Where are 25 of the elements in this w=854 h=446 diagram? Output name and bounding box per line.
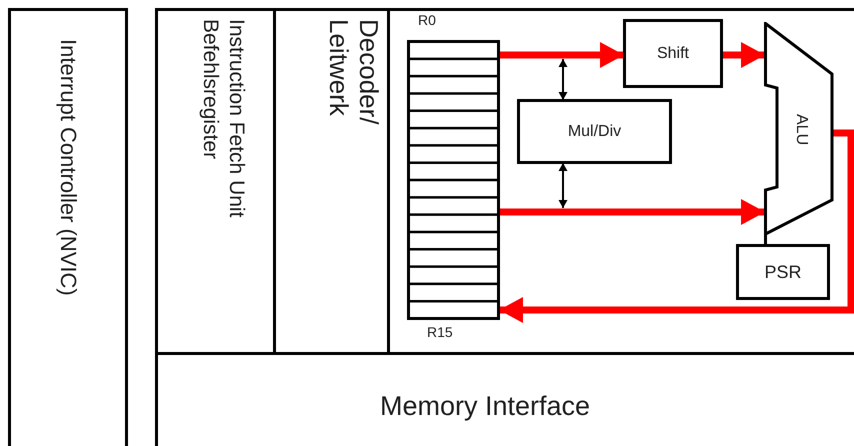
node-label: Instruction Fetch Unit [224,19,248,218]
node-label: Befehlsregister [198,19,222,160]
double-arrow [558,163,568,208]
node-label: Interrupt Controller (NVIC) [55,39,81,296]
node-label: Shift [656,44,689,62]
process-box [517,99,672,164]
memory-interface-block [155,352,854,446]
alu-block [764,22,834,246]
fetch-unit-cell [155,8,276,355]
bus-arrow [499,42,624,68]
node-label: ALU [792,114,810,146]
bus-arrow [499,130,854,323]
node-label: Memory Interface [380,391,590,422]
register-file [407,40,500,320]
node-label: Mul/Div [568,122,622,140]
controller-block [8,8,128,446]
register-label: R0 [418,12,436,28]
node-label: Decoder/ Leitwerk [324,19,384,126]
process-box [736,244,830,300]
bus-arrow [722,42,765,68]
process-box [623,19,723,88]
register-label: R15 [427,324,453,340]
node-label: PSR [764,262,802,282]
double-arrow [558,59,568,100]
bus-arrow [499,199,765,225]
